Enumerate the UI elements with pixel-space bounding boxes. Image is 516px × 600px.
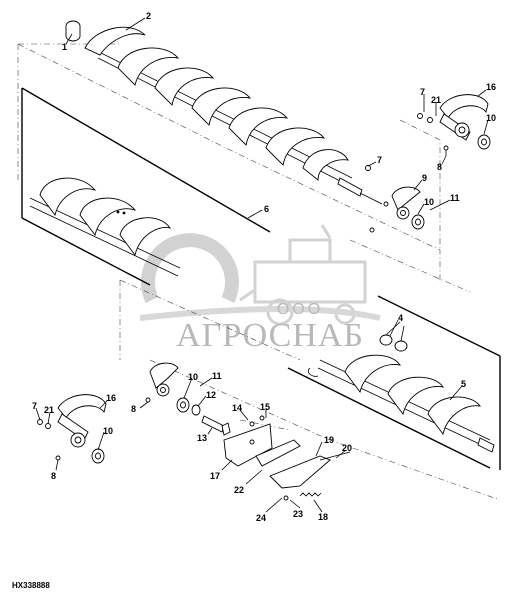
callout-7: 7 bbox=[420, 87, 425, 97]
watermark-brand: АГРОСНАБ bbox=[176, 317, 364, 354]
callout-16: 16 bbox=[106, 393, 116, 403]
callout-22: 22 bbox=[234, 485, 244, 495]
callout-21: 21 bbox=[431, 95, 441, 105]
callout-2: 2 bbox=[146, 11, 151, 21]
upper-auger bbox=[84, 26, 383, 205]
bolt-part-13 bbox=[201, 415, 231, 436]
callout-11: 11 bbox=[450, 193, 460, 203]
bracket-upper-right bbox=[417, 94, 491, 156]
callout-5: 5 bbox=[461, 379, 466, 389]
auger-tube-frame bbox=[21, 87, 501, 470]
figure-reference-code: HX338888 bbox=[12, 581, 50, 590]
watermark-company: ООО bbox=[277, 301, 323, 318]
assembly-outline bbox=[17, 43, 501, 501]
callout-10: 10 bbox=[188, 372, 198, 382]
watermark-logo: ООО АГРОСНАБ bbox=[139, 224, 381, 354]
lower-parts bbox=[223, 415, 351, 501]
callout-16: 16 bbox=[486, 82, 496, 92]
leader-lines bbox=[35, 17, 489, 513]
callout-10: 10 bbox=[424, 197, 434, 207]
lower-auger-right bbox=[307, 354, 495, 453]
callout-20: 20 bbox=[342, 443, 352, 453]
callout-18: 18 bbox=[318, 512, 328, 522]
callout-23: 23 bbox=[293, 509, 303, 519]
callout-9: 9 bbox=[422, 173, 427, 183]
callout-12: 12 bbox=[206, 390, 216, 400]
callout-10: 10 bbox=[103, 426, 113, 436]
fasteners-part-4 bbox=[379, 321, 408, 352]
callout-1: 1 bbox=[62, 42, 67, 52]
callouts: 1 2 7 21 16 10 8 7 9 11 10 6 4 5 10 11 8… bbox=[32, 11, 496, 523]
callout-4: 4 bbox=[398, 313, 403, 323]
callout-6: 6 bbox=[264, 204, 269, 214]
callout-8: 8 bbox=[437, 162, 442, 172]
callout-7: 7 bbox=[32, 401, 37, 411]
lower-auger-left bbox=[29, 177, 181, 277]
callout-7: 7 bbox=[377, 155, 382, 165]
callout-8: 8 bbox=[131, 404, 136, 414]
upper-auger-flights bbox=[84, 26, 349, 181]
callout-8: 8 bbox=[51, 471, 56, 481]
callout-21: 21 bbox=[44, 405, 54, 415]
callout-17: 17 bbox=[210, 471, 220, 481]
bushing-part-1 bbox=[65, 20, 81, 42]
callout-11: 11 bbox=[212, 371, 222, 381]
bracket-middle-right bbox=[365, 165, 425, 233]
callout-10: 10 bbox=[486, 113, 496, 123]
callout-24: 24 bbox=[256, 513, 266, 523]
callout-19: 19 bbox=[324, 435, 334, 445]
bracket-middle-left bbox=[145, 362, 201, 416]
bracket-lower-left bbox=[37, 394, 107, 464]
callout-14: 14 bbox=[232, 403, 242, 413]
callout-13: 13 bbox=[197, 433, 207, 443]
callout-15: 15 bbox=[260, 402, 270, 412]
